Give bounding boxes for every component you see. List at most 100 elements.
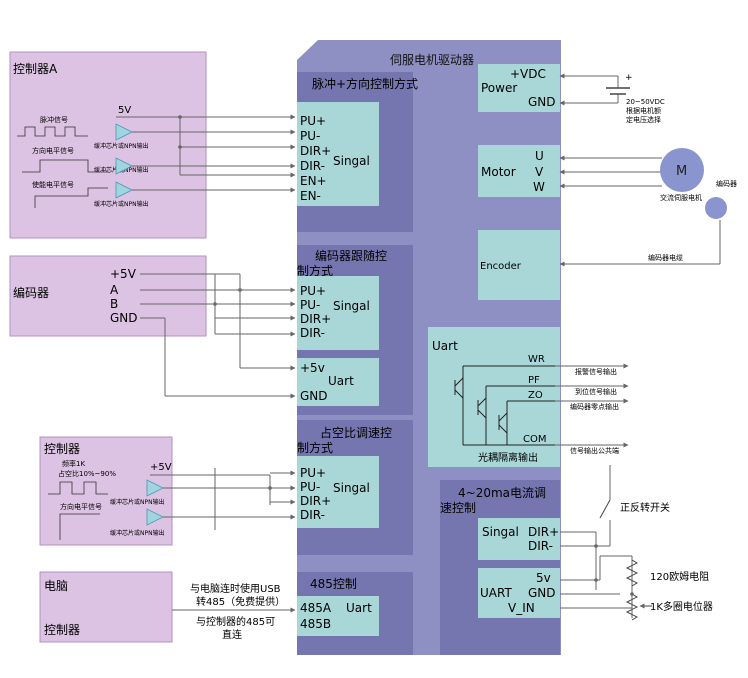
resistor-120-icon (625, 559, 639, 587)
rs485-pin: 485A (300, 601, 332, 615)
encoder-cable-label: 编码器电缆 (648, 253, 683, 262)
encoder-device-pin: B (110, 297, 118, 311)
current-uart-label: UART (480, 586, 512, 600)
motor-pin: V (535, 165, 544, 179)
uart-out-pf: PF (528, 375, 540, 386)
current-singal-label: Singal (482, 525, 519, 539)
pc-note: 与控制器的485可 (196, 615, 275, 628)
controller-a-signal: 脉冲信号 (40, 115, 68, 124)
controller-b-buffer-note: 缓冲芯片或NPN输出 (110, 529, 165, 537)
pc-box-item: 控制器 (44, 623, 80, 637)
uart-out-zo: ZO (528, 390, 543, 401)
current-title-2: 速控制 (440, 501, 476, 515)
current-singal-pin: DIR- (528, 539, 553, 553)
wiring (116, 73, 721, 618)
motor-label: Motor (481, 165, 516, 179)
controller-b-buffer-note: 缓冲芯片或NPN输出 (110, 498, 165, 506)
driver-title: 伺服电机驱动器 (390, 53, 474, 67)
uart-output-label: Uart (432, 339, 458, 353)
power-vdc: +VDC (510, 67, 546, 81)
uart-out-wr: WR (528, 354, 545, 365)
motor-pin: W (533, 180, 545, 194)
motor-pin: U (535, 149, 544, 163)
encoder-follow-title-1: 编码器跟随控 (315, 248, 387, 263)
rs485-title: 485控制 (310, 577, 357, 591)
pulse-pin: PU+ (300, 114, 326, 128)
power-source-plus: + (625, 73, 633, 83)
encoder-device-pin: A (110, 283, 119, 297)
current-uart-pin: V_IN (508, 601, 535, 615)
pot-label: 1K多圈电位器 (650, 600, 713, 613)
power-source-line: 定电压选择 (626, 115, 661, 124)
encoder-follow-uart-pin: GND (300, 389, 328, 403)
controller-a-box (9, 51, 207, 239)
rs485-box (297, 596, 379, 636)
power-source-line: 20~50VDC (626, 98, 665, 106)
encoder-follow-singal-label: Singal (333, 299, 370, 313)
pulse-pin: DIR- (300, 159, 325, 173)
controller-b-supply: +5V (150, 462, 172, 473)
pc-note: 转485（免费提供） (196, 595, 285, 608)
encoder-follow-pin: DIR- (300, 326, 325, 340)
pwm-pin: DIR+ (300, 494, 331, 508)
controller-b-waveforms (48, 481, 108, 540)
pwm-pin: PU- (300, 480, 320, 494)
pulse-pin: EN- (300, 189, 321, 203)
controller-b-title: 控制器 (44, 442, 80, 456)
uart-out-com: COM (523, 434, 546, 445)
current-uart-pin: GND (528, 586, 556, 600)
pulse-pin: DIR+ (300, 144, 331, 158)
pwm-title-1: 占空比调速控 (320, 425, 392, 440)
controller-a-buffer-note: 缓冲芯片或NPN输出 (94, 200, 149, 208)
controller-b-freq: 频率1K (62, 459, 85, 468)
pwm-singal-box (297, 456, 379, 528)
optocoupler-transistors (454, 365, 555, 446)
motor-icon (660, 148, 704, 192)
uart-output-caption: 光耦隔离输出 (478, 451, 538, 464)
controller-a-signal: 使能电平信号 (32, 180, 74, 189)
pulse-singal-label: Singal (333, 154, 370, 168)
encoder-device-pin: +5V (110, 267, 137, 281)
pwm-pin: DIR- (300, 508, 325, 522)
encoder-follow-title-2: 制方式 (297, 263, 333, 278)
pc-note: 与电脑连时使用USB (190, 582, 281, 595)
pwm-pin: PU+ (300, 466, 326, 480)
current-singal-box (478, 518, 560, 560)
encoder-follow-uart-pin: +5v (300, 361, 325, 375)
power-label: Power (481, 81, 517, 95)
output-pf-label: 到位信号输出 (575, 387, 617, 396)
encoder-device-pin: GND (110, 311, 138, 325)
power-source-line: 根据电机额 (626, 106, 661, 115)
rs485-uart-label: Uart (346, 601, 372, 615)
current-title-1: 4~20ma电流调 (458, 486, 546, 500)
pwm-singal-label: Singal (333, 481, 370, 495)
output-wr-label: 报警信号输出 (575, 367, 617, 376)
controller-b-buffers (146, 479, 164, 526)
current-uart-pin: 5v (536, 571, 551, 585)
controller-a-signal: 方向电平信号 (32, 146, 74, 155)
current-singal-pin: DIR+ (528, 525, 559, 539)
encoder-box-label: Encoder (480, 261, 522, 272)
motor-box (478, 145, 560, 197)
pwm-title-2: 制方式 (297, 440, 333, 455)
encoder-device-box (9, 255, 207, 337)
controller-a-buffers (115, 123, 133, 199)
uart-output-box (428, 327, 560, 467)
pulse-section-box (297, 102, 379, 206)
motor-caption: 交流伺服电机 (660, 193, 702, 202)
output-com-label: 信号输出公共端 (570, 446, 619, 455)
encoder-follow-singal-box (297, 276, 379, 350)
encoder-follow-pin: DIR+ (300, 312, 331, 326)
potentiometer-icon (625, 593, 639, 621)
pc-box-item: 电脑 (44, 579, 68, 593)
motor-symbol: M (676, 164, 687, 179)
power-gnd: GND (528, 95, 556, 109)
controller-b-freq: 占空比10%~90% (58, 469, 116, 478)
pulse-pin: EN+ (300, 174, 327, 188)
current-section-panel (440, 480, 560, 655)
controller-a-buffer-note: 缓冲芯片或NPN输出 (94, 142, 149, 150)
encoder-follow-uart-box (297, 358, 379, 406)
controller-a-supply: 5V (118, 105, 131, 116)
controller-a-waveforms (17, 126, 108, 208)
